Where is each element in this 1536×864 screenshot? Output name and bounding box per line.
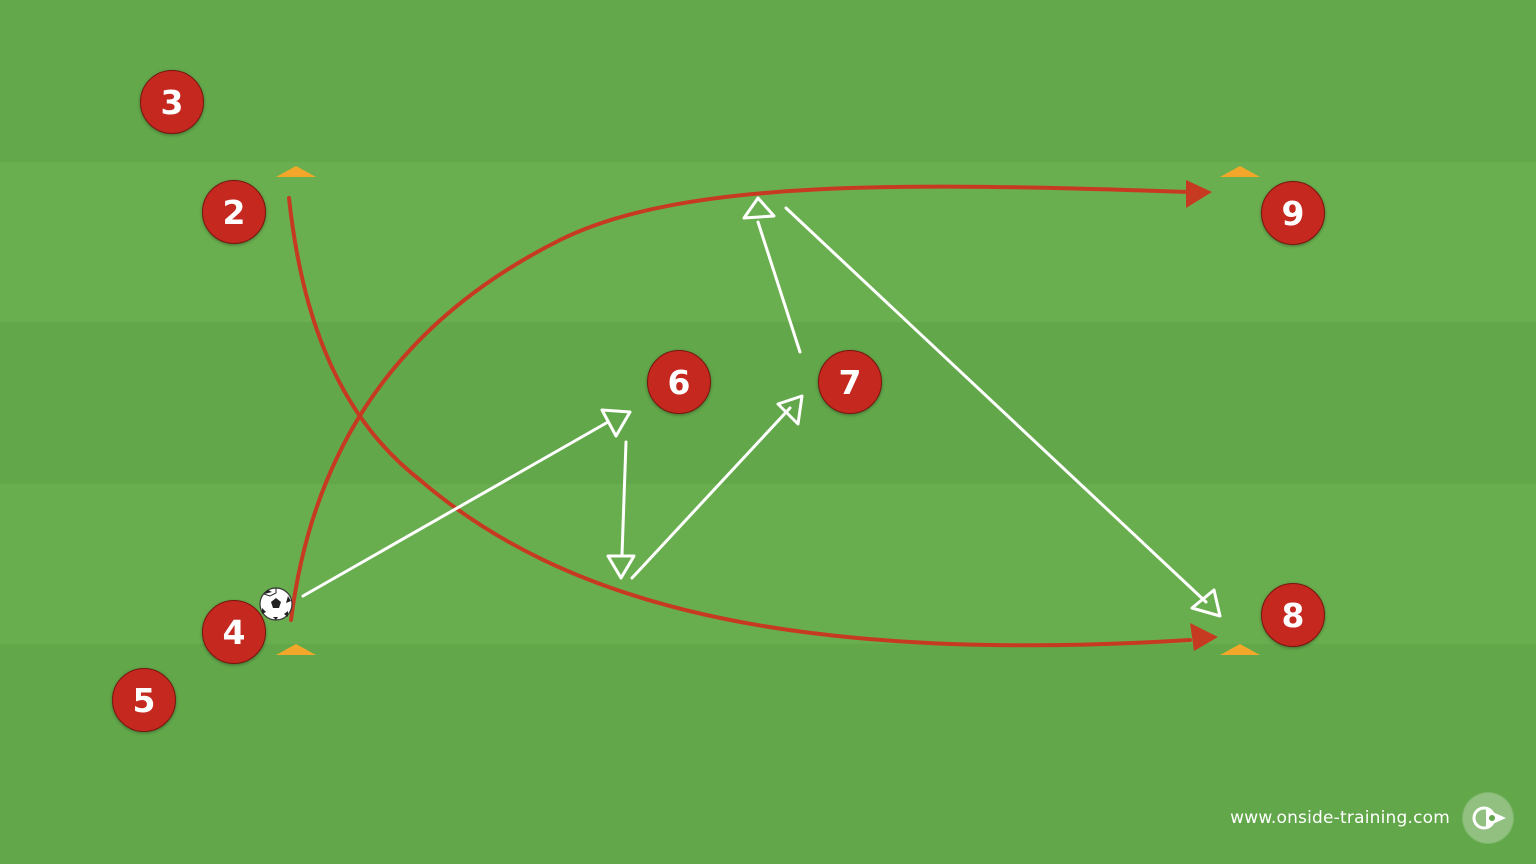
player-label: 3 bbox=[160, 82, 184, 122]
player-5: 5 bbox=[112, 668, 176, 732]
pass-line-7-up bbox=[756, 220, 802, 354]
run-line-2-to-8 bbox=[287, 196, 1192, 648]
player-3: 3 bbox=[140, 70, 204, 134]
soccer-ball-icon bbox=[259, 587, 293, 621]
player-8: 8 bbox=[1261, 583, 1325, 647]
pass-line-to-8 bbox=[784, 206, 1208, 604]
player-label: 6 bbox=[667, 362, 691, 402]
run-arrowhead bbox=[1190, 623, 1218, 651]
cone-icon bbox=[276, 166, 316, 177]
cone-icon bbox=[276, 644, 316, 655]
cone-icon bbox=[1220, 166, 1260, 177]
player-7: 7 bbox=[818, 350, 882, 414]
pass-arrowhead bbox=[1190, 588, 1222, 618]
run-line-4-to-9 bbox=[289, 184, 1190, 622]
onside-training-logo-icon bbox=[1462, 792, 1514, 844]
pass-arrowhead bbox=[742, 196, 776, 220]
cone-icon bbox=[1220, 644, 1260, 655]
player-label: 9 bbox=[1281, 193, 1305, 233]
pass-line-4-to-6 bbox=[301, 420, 610, 598]
website-url[interactable]: www.onside-training.com bbox=[1230, 808, 1450, 828]
pitch-stripe bbox=[0, 0, 1536, 162]
player-4: 4 bbox=[202, 600, 266, 664]
pitch-stripe bbox=[0, 322, 1536, 484]
player-6: 6 bbox=[647, 350, 711, 414]
pitch-stripe bbox=[0, 644, 1536, 864]
player-9: 9 bbox=[1261, 181, 1325, 245]
pass-arrowhead bbox=[606, 554, 636, 580]
pass-arrowhead bbox=[600, 408, 632, 438]
player-label: 5 bbox=[132, 680, 156, 720]
player-label: 8 bbox=[1281, 595, 1305, 635]
player-label: 7 bbox=[838, 362, 862, 402]
pass-line-6-down bbox=[620, 440, 628, 557]
player-label: 4 bbox=[222, 612, 246, 652]
player-label: 2 bbox=[222, 192, 246, 232]
pass-arrowhead bbox=[776, 394, 804, 426]
run-arrowhead bbox=[1186, 180, 1212, 208]
pass-line-to-7 bbox=[630, 406, 792, 580]
player-2: 2 bbox=[202, 180, 266, 244]
